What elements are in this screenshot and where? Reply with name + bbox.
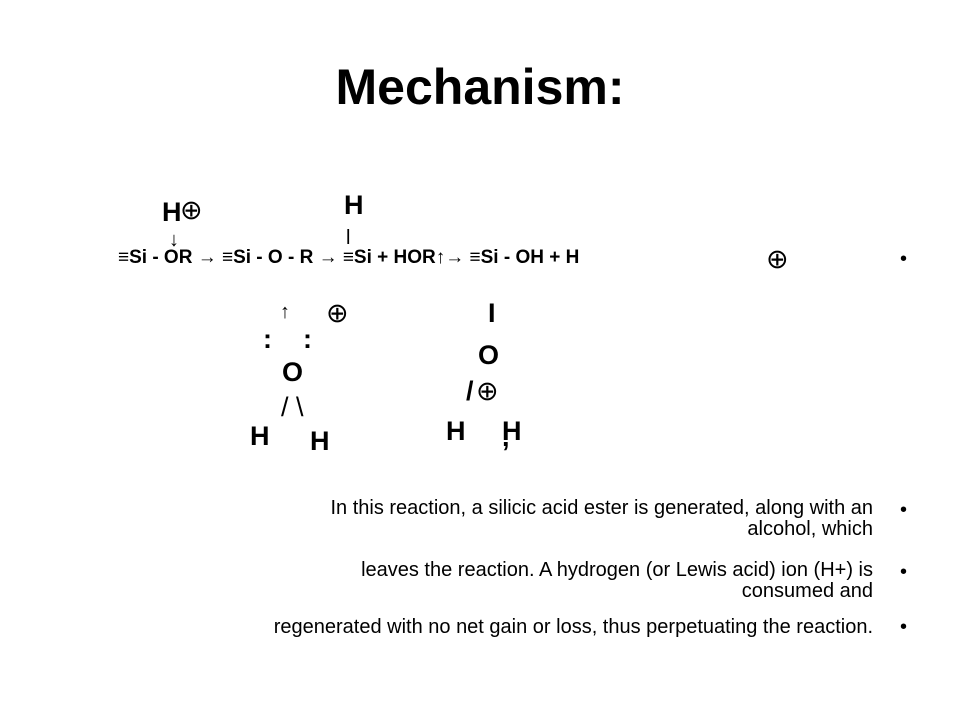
water-up-arrow: ↑ (280, 301, 290, 323)
lone-pair-right: : (303, 324, 312, 354)
bullet-marker: • (900, 616, 908, 638)
lone-pair-left: : (263, 324, 272, 354)
right-h-right: H (502, 416, 522, 446)
paragraph-line-2b: consumed and (741, 580, 873, 602)
paragraph-line-3a: regenerated with no net gain or loss, th… (273, 616, 873, 638)
water-h-right: H (310, 426, 330, 456)
equation-end-oplus: ⊕ (766, 244, 789, 274)
proton-down-arrow: ↓ (169, 229, 179, 251)
water-bonds: / \ (281, 392, 304, 422)
water-h-left: H (250, 421, 270, 451)
paragraph-line-2: leaves the reaction. A hydrogen (or Lewi… (361, 560, 873, 602)
water-oplus: ⊕ (326, 298, 349, 328)
bridging-h-bond: l (346, 227, 351, 249)
bullet-marker: • (900, 561, 908, 583)
bullet-marker: • (900, 248, 908, 270)
right-oplus: ⊕ (476, 376, 499, 406)
proton-charge-oplus: ⊕ (180, 195, 203, 225)
paragraph-line-2a: leaves the reaction. A hydrogen (or Lewi… (361, 559, 873, 581)
proton-h-label: H (162, 197, 182, 227)
slide-title: Mechanism: (335, 59, 625, 115)
right-vertical-bond: I (488, 298, 496, 328)
paragraph-line-1b: alcohol, which (747, 518, 873, 540)
reaction-equation: ≡Si - OR → ≡Si - O - R → ≡Si + HOR↑→ ≡Si… (118, 247, 580, 268)
right-slash-bond: / (466, 376, 474, 406)
right-comma-mark: , (502, 422, 510, 452)
paragraph-line-3: regenerated with no net gain or loss, th… (274, 617, 873, 638)
paragraph-line-1a: In this reaction, a silicic acid ester i… (330, 497, 873, 519)
bullet-marker: • (900, 499, 908, 521)
paragraph-line-1: In this reaction, a silicic acid ester i… (330, 498, 873, 540)
right-h-left: H (446, 416, 466, 446)
right-oxygen: O (478, 340, 500, 370)
bridging-h-label: H (344, 190, 364, 220)
water-oxygen: O (282, 357, 304, 387)
